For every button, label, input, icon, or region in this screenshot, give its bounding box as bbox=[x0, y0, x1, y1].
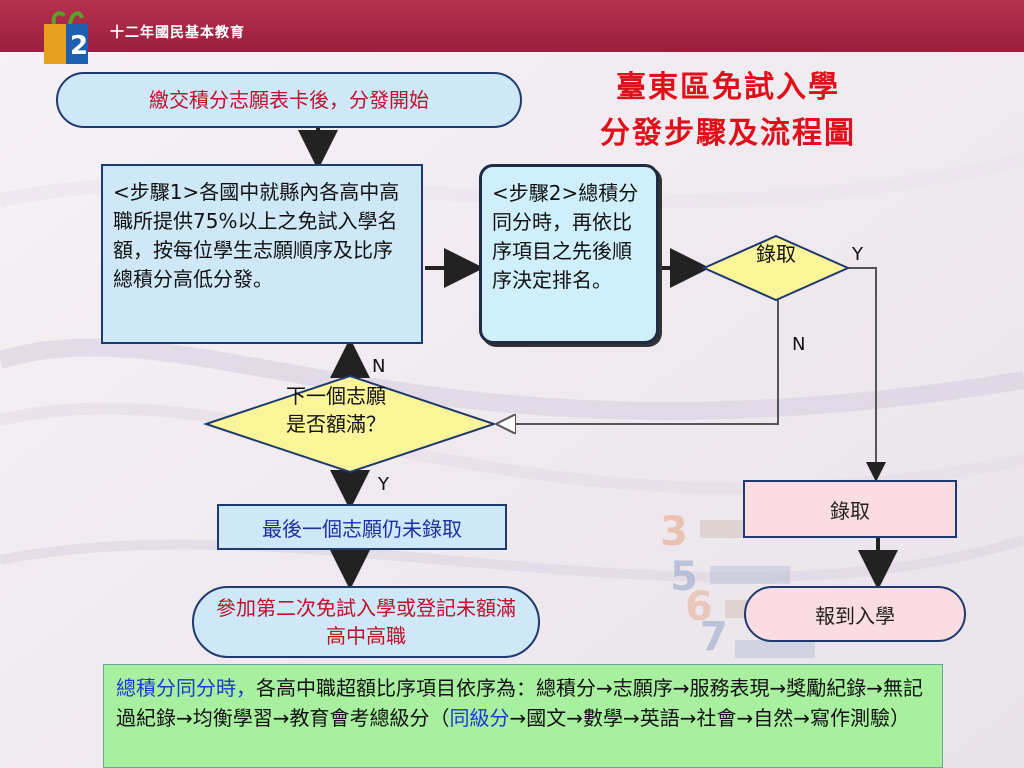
label-n-admit: N bbox=[792, 334, 806, 355]
step2-prefix: <步驟2> bbox=[492, 181, 579, 205]
admitted-text: 錄取 bbox=[830, 498, 870, 523]
decision-quota-text: 下一個志願是否額滿？ bbox=[286, 384, 386, 436]
note-highlight2: 同級分 bbox=[449, 706, 510, 730]
step1-prefix: <步驟1> bbox=[113, 180, 200, 204]
start-node: 繳交積分志願表卡後，分發開始 bbox=[56, 72, 522, 128]
svg-text:7: 7 bbox=[700, 614, 728, 660]
note-text-part2: →國文→數學→英語→社會→自然→寫作測驗） bbox=[509, 706, 911, 730]
step2-content: <步驟2>總積分同分時，再依比序項目之先後順序決定排名。 bbox=[492, 179, 646, 295]
decision-admit-text: 錄取 bbox=[756, 242, 796, 266]
svg-text:2: 2 bbox=[70, 31, 88, 61]
header-org-text: 十二年國民基本教育 bbox=[110, 25, 245, 41]
note-highlight: 總積分同分時， bbox=[116, 676, 256, 700]
last-choice-box: 最後一個志願仍未錄取 bbox=[217, 504, 507, 550]
page-title-line1: 臺東區免試入學 bbox=[616, 70, 840, 105]
page-title-line2: 分發步驟及流程圖 bbox=[600, 116, 856, 151]
label-n-quota: N bbox=[372, 356, 386, 377]
enroll-node: 報到入學 bbox=[744, 586, 966, 642]
label-y-admit: Y bbox=[852, 244, 863, 265]
step1-content: <步驟1>各國中就縣內各高中高職所提供75%以上之免試入學名額，按每位學生志願順… bbox=[113, 178, 411, 294]
last-choice-text: 最後一個志願仍未錄取 bbox=[262, 516, 462, 541]
start-text: 繳交積分志願表卡後，分發開始 bbox=[149, 88, 429, 112]
decision-quota-diamond bbox=[202, 374, 498, 474]
decision-admit-diamond bbox=[701, 234, 851, 302]
step2-box: <步驟2>總積分同分時，再依比序項目之先後順序決定排名。 bbox=[479, 164, 659, 344]
label-y-quota: Y bbox=[378, 474, 389, 495]
step2-text: 總積分同分時，再依比序項目之先後順序決定排名。 bbox=[492, 181, 639, 292]
tiebreak-note: 總積分同分時，各高中職超額比序項目依序為：總積分→志願序→服務表現→獎勵紀錄→無… bbox=[103, 664, 943, 768]
step1-text: 各國中就縣內各高中高職所提供75%以上之免試入學名額，按每位學生志願順序及比序總… bbox=[113, 180, 400, 291]
second-round-text: 參加第二次免試入學或登記未額滿高中高職 bbox=[216, 596, 516, 648]
note-text-part1: 各高中職超額比序項目依序為：總積分→志願序→服務表現→獎勵紀錄→無記過紀錄→均衡… bbox=[116, 676, 924, 730]
enroll-text: 報到入學 bbox=[815, 603, 895, 628]
second-round-node: 參加第二次免試入學或登記未額滿高中高職 bbox=[192, 586, 540, 658]
svg-text:3: 3 bbox=[660, 509, 688, 555]
education-logo-icon: 2 bbox=[44, 11, 88, 64]
admitted-box: 錄取 bbox=[743, 480, 957, 538]
step1-box: <步驟1>各國中就縣內各高中高職所提供75%以上之免試入學名額，按每位學生志願順… bbox=[101, 164, 423, 344]
svg-text:6: 6 bbox=[685, 584, 713, 630]
header-bar bbox=[0, 0, 1024, 52]
svg-text:5: 5 bbox=[670, 554, 698, 600]
